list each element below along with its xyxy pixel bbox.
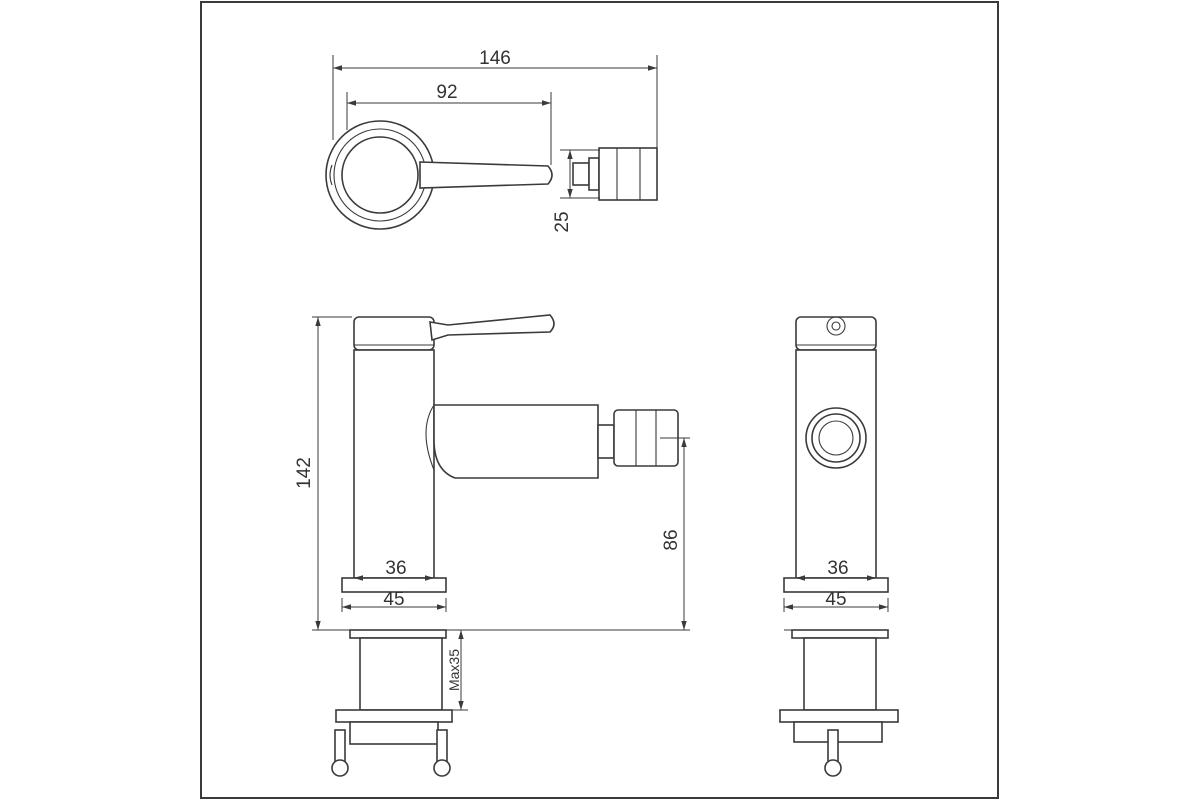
front-stud-left — [331, 729, 349, 777]
side-view: 36 45 — [779, 316, 899, 777]
side-outlet-aerator — [818, 420, 854, 456]
side-stud — [824, 729, 842, 777]
top-outlet-neck — [572, 162, 590, 186]
dim-label-front-height: 142 — [294, 457, 315, 489]
front-fixing-plate — [349, 721, 439, 745]
dim-label-front-base: 45 — [383, 589, 404, 610]
front-lever — [429, 314, 555, 342]
top-view: 146 92 25 — [325, 48, 658, 233]
top-outlet-aerator — [598, 147, 658, 201]
top-side-notch — [329, 164, 333, 186]
dim-label-top-lever: 92 — [436, 82, 457, 103]
front-view: 142 36 45 86 Max35 — [294, 314, 690, 777]
front-spout — [433, 404, 599, 479]
dim-label-top-outlet: 25 — [552, 211, 573, 232]
dim-label-side-base: 45 — [825, 589, 846, 610]
top-outlet-nut-a — [588, 157, 600, 191]
side-lever-pivot — [826, 316, 846, 336]
top-cap-circle — [341, 136, 419, 214]
front-stud-right — [433, 729, 451, 777]
top-lever-arm — [419, 161, 553, 189]
side-threaded-shank — [803, 637, 877, 711]
front-spout-curve — [425, 404, 435, 471]
dim-label-front-outlet-height: 86 — [661, 529, 682, 550]
front-outlet-nut — [597, 424, 615, 459]
dim-label-top-total: 146 — [479, 48, 511, 69]
dim-label-front-max-thickness: Max35 — [446, 649, 462, 691]
dim-label-front-body: 36 — [385, 558, 406, 579]
front-threaded-shank — [359, 637, 443, 711]
side-gasket — [791, 629, 889, 639]
side-lever-screw — [831, 321, 841, 331]
drawing-frame — [200, 1, 999, 799]
front-washer — [335, 709, 453, 723]
dim-label-side-body: 36 — [827, 558, 848, 579]
side-washer — [779, 709, 899, 723]
front-body — [353, 349, 435, 579]
front-gasket — [349, 629, 447, 639]
